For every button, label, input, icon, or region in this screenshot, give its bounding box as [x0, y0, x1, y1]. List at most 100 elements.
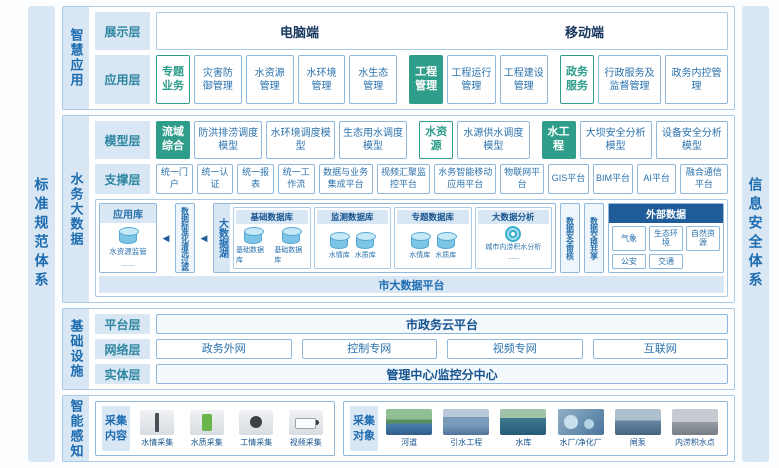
collection-object: 水库: [497, 409, 549, 448]
collection-item-label: 水质采集: [190, 437, 223, 447]
network-layer-row: 网络层 政务外网 控制专网 视频专网 互联网: [95, 339, 728, 359]
application-layer-label: 应用层: [95, 55, 150, 104]
information-security-bar: 信息安全体系: [742, 6, 769, 462]
database-icon: [410, 232, 431, 249]
mobile-terminal-label: 移动端: [564, 24, 604, 40]
app-module: 工程建设管理: [499, 55, 548, 104]
gov-cloud-platform-box: 市政务云平台: [156, 314, 728, 334]
pc-terminal-label: 电脑端: [279, 24, 319, 40]
more-ellipsis: ......: [507, 254, 520, 262]
database-cylinder: 基础数据库: [274, 227, 307, 265]
city-big-data-platform-bar: 市大数据平台: [99, 276, 724, 293]
entity-layer-label: 实体层: [95, 364, 150, 384]
collection-object: 河道: [383, 409, 435, 448]
support-platform-item: 统一工作流: [277, 164, 315, 194]
external-data-item: 交通: [649, 253, 683, 269]
support-platform-item: 视频汇聚监控平台: [376, 164, 431, 194]
platform-layer-label: 平台层: [95, 314, 150, 334]
support-platform-item: BIM平台: [592, 164, 634, 194]
section-water-big-data: 水务大数据 模型层 流域综合 防洪排涝调度模型 水环境调度模型 生态用水调度模型…: [62, 115, 735, 303]
database-icon: [330, 232, 351, 249]
support-platform-item: 融合通信平台: [679, 164, 729, 194]
collection-content-box: 采集内容 水情采集 水质采集 工情采集 视频采: [95, 401, 335, 456]
database-cylinder: 水情库: [329, 232, 351, 260]
model-module: 设备安全分析模型: [655, 121, 728, 159]
network-item: 控制专网: [301, 339, 437, 359]
terminals-box: 电脑端 移动端: [156, 12, 728, 50]
network-layer-label: 网络层: [95, 339, 150, 359]
support-platform-item: GIS平台: [548, 164, 589, 194]
collection-object: 水厂/净化厂: [555, 409, 607, 448]
database-icon: [436, 232, 457, 249]
app-module: 行政服务及监督管理: [597, 55, 661, 104]
flow-arrow-icon: ◀: [162, 232, 170, 243]
platform-layer-row: 平台层 市政务云平台: [95, 314, 728, 334]
section-intelligent-perception: 智能感知 采集内容 水情采集 水质采集 工情采集: [62, 395, 735, 462]
network-item: 互联网: [592, 339, 728, 359]
section-label-intelligent-perception: 智能感知: [63, 396, 89, 461]
support-layer-label: 支撑层: [95, 164, 150, 194]
support-platform-item: 数据与业务集成平台: [318, 164, 373, 194]
model-module: 水源供水调度模型: [457, 121, 530, 159]
water-engineering-tag: 水工程: [541, 121, 576, 159]
basin-model-group: 流域综合 防洪排涝调度模型 水环境调度模型 生态用水调度模型: [156, 121, 408, 159]
application-library-db-label: 水资源监管: [109, 247, 147, 256]
management-center-box: 管理中心/监控分中心: [156, 364, 728, 384]
model-layer-row: 模型层 流域综合 防洪排涝调度模型 水环境调度模型 生态用水调度模型 水资源 水…: [95, 121, 728, 159]
database-cylinder: 基础数据库: [236, 227, 269, 265]
data-security-audit-box: 数据安全审核: [560, 203, 580, 273]
collection-object: 闸泵: [612, 409, 664, 448]
collection-object-label: 水厂/净化厂: [559, 438, 602, 447]
waterlogging-photo: [671, 409, 718, 435]
app-module: 水环境管理: [297, 55, 346, 104]
app-module: 政务内控管理: [664, 55, 729, 104]
water-resource-model-group: 水资源 水源供水调度模型: [419, 121, 530, 159]
network-item: 视频专网: [447, 339, 583, 359]
water-resource-tag: 水资源: [419, 121, 454, 159]
big-data-analysis-group: 大数据分析 城市内涝积水分析 ......: [474, 207, 552, 269]
collection-objects-box: 采集对象 河道 引水工程 水库 水厂/净化厂: [343, 401, 728, 456]
sluice-pump-photo: [614, 409, 661, 435]
diversion-project-photo: [443, 409, 490, 435]
government-service-group: 政务服务 行政服务及监督管理 政务内控管理: [559, 55, 729, 104]
database-cylinder: 水质库: [355, 232, 377, 260]
thematic-business-group: 专题业务 灾害防御管理 水资源管理 水环境管理 水生态管理: [156, 55, 398, 104]
collection-object-label: 闸泵: [629, 438, 646, 447]
thematic-business-tag: 专题业务: [156, 55, 190, 104]
external-data-item: 公安: [612, 253, 646, 269]
engineering-management-group: 工程管理 工程运行管理 工程建设管理: [409, 55, 548, 104]
model-module: 大坝安全分析模型: [579, 121, 652, 159]
water-engineering-model-group: 水工程 大坝安全分析模型 设备安全分析模型: [541, 121, 728, 159]
network-item: 政务外网: [156, 339, 292, 359]
section-label-infrastructure: 基础设施: [63, 309, 89, 389]
section-smart-application: 智慧应用 展示层 电脑端 移动端 应用层 专题业务 灾害防御管理 水: [62, 6, 735, 110]
support-platform-item: AI平台: [637, 164, 676, 194]
collection-object-label: 水库: [515, 438, 532, 447]
section-label-smart-application: 智慧应用: [63, 7, 89, 109]
support-platform-item: 统一门户: [156, 164, 193, 194]
big-data-lake-label: 大数据湖: [214, 204, 230, 272]
application-library-title: 应用库: [100, 204, 156, 223]
collection-object: 引水工程: [440, 409, 492, 448]
external-data-item: 自然资源: [686, 226, 720, 251]
collection-item-label: 视频采集: [289, 437, 322, 447]
database-cylinder: 水情库: [409, 232, 431, 260]
database-icon: [356, 232, 377, 249]
external-data-item: 气象: [612, 226, 646, 251]
cctv-camera-photo: [288, 409, 323, 435]
waterlogging-analysis-icon: [505, 226, 522, 242]
collection-object-label: 内涝积水点: [674, 438, 715, 447]
collection-objects-label: 采集对象: [350, 406, 378, 451]
reservoir-photo: [500, 409, 547, 435]
collection-item: 工情采集: [234, 409, 279, 448]
db-label: 基础数据库: [274, 247, 303, 264]
collection-item: 水情采集: [135, 409, 180, 448]
app-module: 水生态管理: [349, 55, 398, 104]
support-platform-item: 水务智能移动应用平台: [434, 164, 496, 194]
lake-group-title: 监测数据库: [316, 210, 388, 224]
flow-arrow-icon: ◀: [200, 232, 208, 243]
external-data-box: 外部数据 气象 生态环境 自然资源 公安 交通: [608, 203, 724, 273]
diagram-main: 智慧应用 展示层 电脑端 移动端 应用层 专题业务 灾害防御管理 水: [62, 6, 735, 462]
engineering-management-tag: 工程管理: [409, 55, 444, 104]
